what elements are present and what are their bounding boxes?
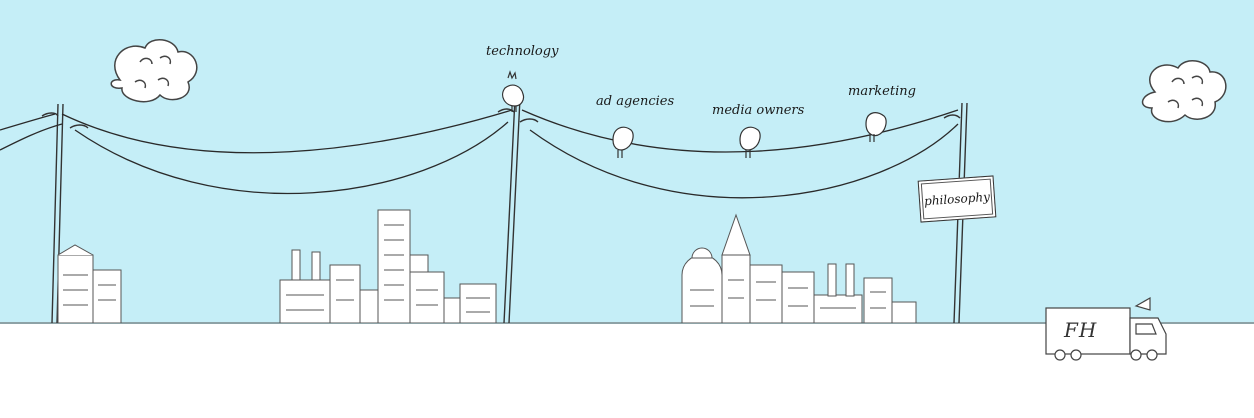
cloud-right (1141, 60, 1227, 123)
buildings-right (681, 213, 917, 324)
nav-philosophy[interactable]: philosophy (923, 189, 991, 209)
truck-logo: FH (1064, 318, 1098, 342)
ground-background (0, 324, 1254, 418)
buildings-middle (279, 209, 497, 324)
sky-background (0, 0, 1254, 324)
nav-marketing[interactable]: marketing (848, 84, 916, 99)
bird-ad-agencies (612, 126, 634, 158)
nav-technology[interactable]: technology (486, 44, 559, 59)
philosophy-sign[interactable]: philosophy (917, 175, 997, 223)
power-lines (0, 109, 959, 199)
bird-technology (502, 70, 525, 112)
nav-media-owners[interactable]: media owners (712, 103, 805, 118)
delivery-truck (1045, 296, 1167, 361)
bird-media-owners (739, 126, 761, 158)
nav-ad-agencies[interactable]: ad agencies (596, 94, 675, 109)
bird-marketing (865, 112, 887, 142)
buildings-left (57, 244, 122, 324)
cloud-left (110, 39, 198, 103)
